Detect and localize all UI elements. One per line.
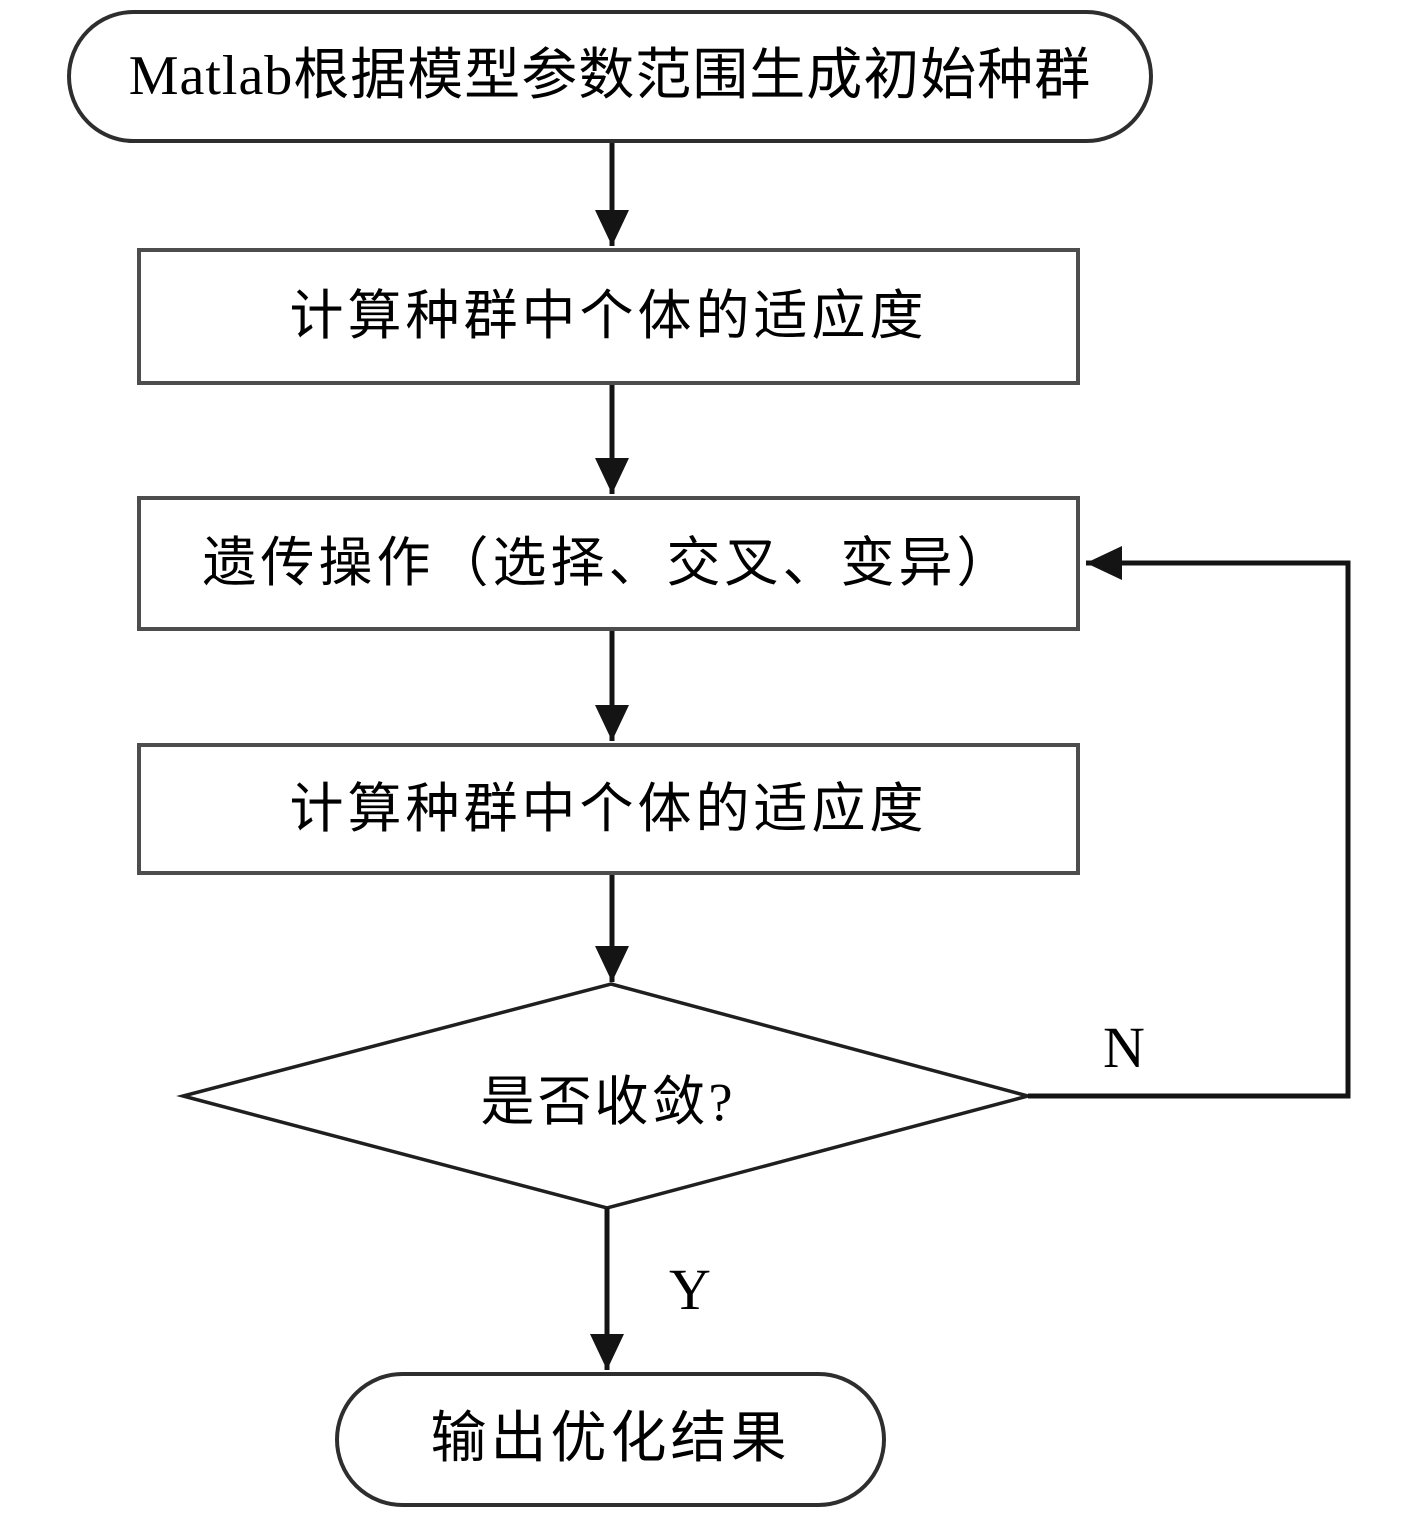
process-fitness-initial: 计算种群中个体的适应度 <box>137 248 1080 385</box>
process-genetic-operations: 遗传操作（选择、交叉、变异） <box>137 496 1080 631</box>
process-fitness-after: 计算种群中个体的适应度 <box>137 743 1080 875</box>
arrow-decision-no-loop <box>1028 546 1351 1099</box>
edge-label-yes: Y <box>669 1257 711 1322</box>
decision-node: 是否收敛? <box>480 1071 736 1132</box>
start-node: Matlab根据模型参数范围生成初始种群 <box>67 10 1153 143</box>
end-node: 输出优化结果 <box>335 1372 886 1507</box>
edge-label-no: N <box>1103 1015 1145 1080</box>
